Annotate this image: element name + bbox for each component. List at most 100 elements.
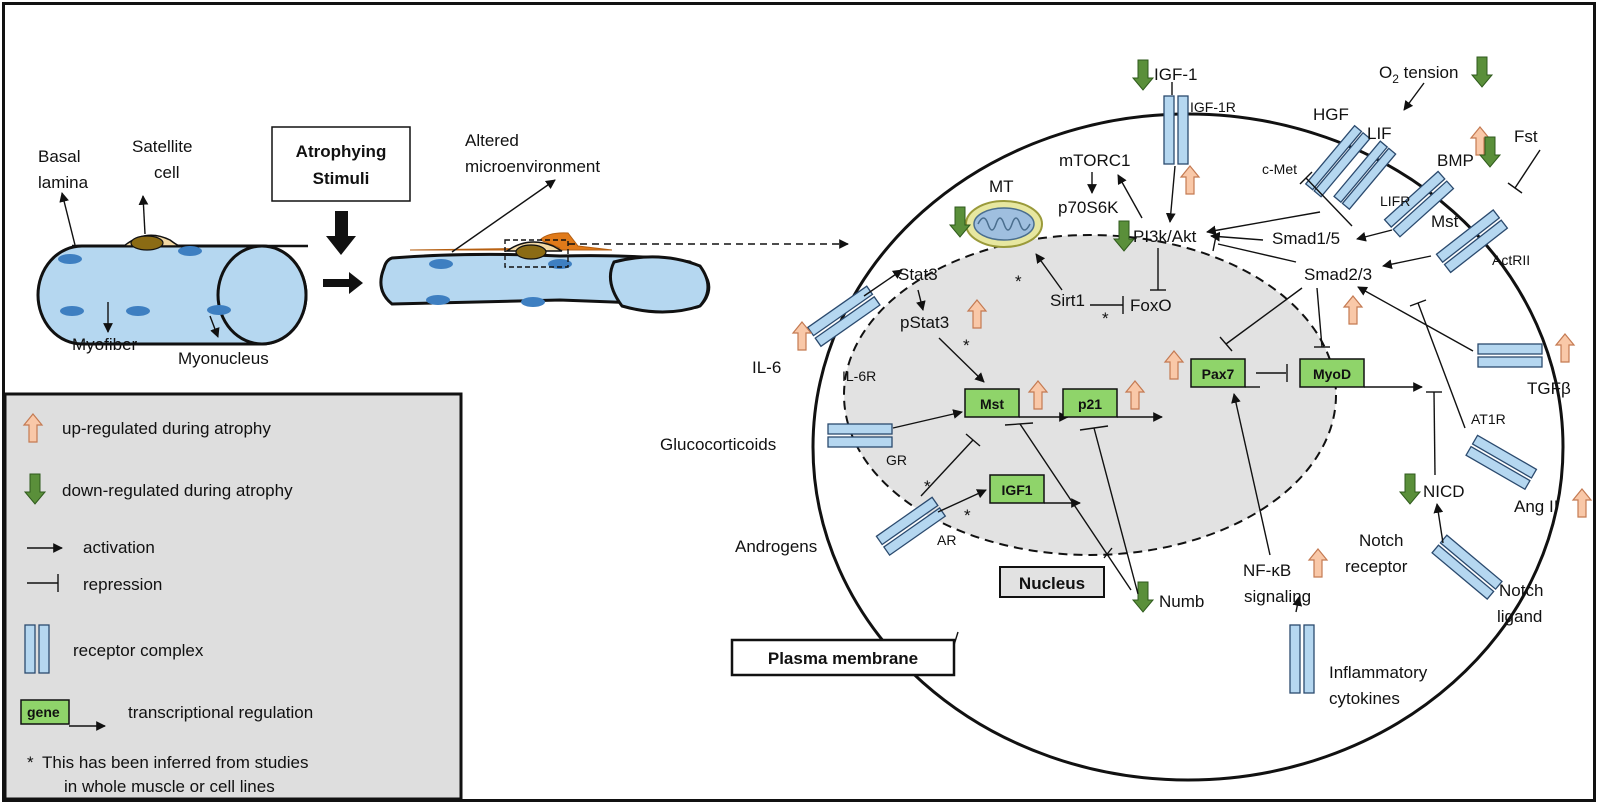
actrii-receptor: [1435, 209, 1509, 274]
inflammatory-label-2: cytokines: [1329, 689, 1400, 708]
tgfb-label: TGFβ: [1527, 379, 1571, 398]
legend-transcription-label: transcriptional regulation: [128, 703, 313, 722]
notch-ligand-label-2: ligand: [1497, 607, 1542, 626]
legend-note-star: *: [27, 753, 34, 772]
legend-receptor-icon: [24, 624, 50, 674]
satellite-cell-label-2: cell: [154, 163, 180, 182]
fst-label: Fst: [1514, 127, 1538, 146]
at1r-label: AT1R: [1471, 411, 1506, 427]
smad23-label: Smad2/3: [1304, 265, 1372, 284]
igf1r-label: IGF-1R: [1190, 99, 1236, 115]
legend: up-regulated during atrophy down-regulat…: [3, 392, 463, 801]
atrophying-stimuli-box: [271, 126, 411, 202]
legend-up-label: up-regulated during atrophy: [62, 419, 271, 438]
plasma-membrane-label-box: [730, 638, 956, 677]
down-arrow-icon: [1132, 59, 1154, 91]
myofiber-label: Myofiber: [72, 335, 138, 354]
right-block-arrow-icon: [323, 272, 363, 294]
pstat3-label: pStat3: [900, 313, 949, 332]
ar-receptor: [875, 496, 947, 557]
altered-microenvironment-label-2: microenvironment: [465, 157, 600, 176]
pi3k-akt-label: PI3k/Akt: [1133, 227, 1197, 246]
il6r-label: IL-6R: [842, 368, 876, 384]
mtorc1-label: mTORC1: [1059, 151, 1130, 170]
notch-receptor: [1431, 534, 1503, 601]
foxo-label: FoxO: [1130, 296, 1172, 315]
up-arrow-icon: [1555, 333, 1575, 363]
legend-note-line2: in whole muscle or cell lines: [64, 777, 275, 796]
bmp-receptor: [1383, 170, 1455, 238]
down-arrow-icon: [1471, 56, 1493, 88]
gene-igf1: [989, 474, 1081, 508]
notch-receptor-label-1: Notch: [1359, 531, 1403, 550]
legend-repression-icon: [27, 574, 59, 592]
atrophying-stimuli-label-2: Stimuli: [313, 169, 370, 188]
inferred-star: *: [924, 477, 931, 496]
inferred-star: *: [963, 336, 970, 355]
up-arrow-icon: [792, 321, 812, 351]
lifr-receptor: [1333, 140, 1397, 211]
gene-myod: [1299, 358, 1423, 392]
notch-receptor-label-2: receptor: [1345, 557, 1408, 576]
inflammatory-receptor: [1289, 624, 1315, 694]
up-arrow-icon: [1572, 488, 1592, 518]
il6r-receptor: [806, 285, 881, 348]
gr-receptor: [827, 423, 893, 448]
mst-extracellular-label: Mst: [1431, 212, 1459, 231]
nicd-label: NICD: [1423, 482, 1465, 501]
gene-pax7: [1190, 358, 1260, 388]
healthy-myofiber: [36, 234, 308, 346]
legend-repression-label: repression: [83, 575, 162, 594]
legend-receptor-label: receptor complex: [73, 641, 204, 660]
cmet-label: c-Met: [1262, 161, 1297, 177]
atrophying-stimuli-label-1: Atrophying: [296, 142, 387, 161]
inferred-star: *: [1102, 309, 1109, 328]
nfkb-label-1: NF-κB: [1243, 561, 1291, 580]
satellite-cell-label-1: Satellite: [132, 137, 192, 156]
inflammatory-label-1: Inflammatory: [1329, 663, 1428, 682]
igf1r-receptor: [1163, 95, 1189, 165]
gene-mst: [964, 388, 1069, 422]
gene-pax7-label: Pax7: [1202, 366, 1235, 382]
smad15-label: Smad1/5: [1272, 229, 1340, 248]
gene-mst-label: Mst: [980, 396, 1004, 412]
gr-label: GR: [886, 452, 907, 468]
tgfb-receptor: [1477, 343, 1543, 368]
sirt1-label: Sirt1: [1050, 291, 1085, 310]
legend-gene-label: gene: [27, 704, 60, 720]
gene-myod-label: MyoD: [1313, 366, 1351, 382]
inferred-star: *: [964, 506, 971, 525]
legend-down-label: down-regulated during atrophy: [62, 481, 293, 500]
inferred-star: *: [1015, 272, 1022, 291]
lif-label: LIF: [1367, 124, 1392, 143]
legend-note-line1: This has been inferred from studies: [42, 753, 308, 772]
mitochondrion-icon: [965, 200, 1043, 248]
hgf-label: HGF: [1313, 105, 1349, 124]
androgens-label: Androgens: [735, 537, 817, 556]
myonucleus-label: Myonucleus: [178, 349, 269, 368]
altered-microenvironment-label-1: Altered: [465, 131, 519, 150]
atrophied-myofiber: [379, 232, 711, 314]
p70s6k-label: p70S6K: [1058, 198, 1119, 217]
actrii-label: ActRII: [1492, 252, 1530, 268]
down-block-arrow-icon: [326, 211, 356, 255]
glucocorticoids-label: Glucocorticoids: [660, 435, 776, 454]
satellite-cell-atrophied: [504, 241, 563, 260]
gene-p21: [1062, 388, 1163, 422]
nfkb-label-2: signaling: [1244, 587, 1311, 606]
bmp-label: BMP: [1437, 151, 1474, 170]
at1r-receptor: [1465, 434, 1538, 491]
il6-label: IL-6: [752, 358, 781, 377]
legend-gene-icon: [20, 699, 106, 731]
o2-tension-label: O2 tension: [1379, 63, 1458, 86]
lifr-label: LIFR: [1380, 193, 1410, 209]
cmet-receptor: [1304, 124, 1371, 198]
nucleus-label: Nucleus: [1019, 574, 1085, 593]
legend-activation-label: activation: [83, 538, 155, 557]
activation-arrows: [863, 82, 1474, 613]
numb-label: Numb: [1159, 592, 1204, 611]
gene-igf1-label: IGF1: [1001, 482, 1032, 498]
ar-label: AR: [937, 532, 956, 548]
gene-p21-label: p21: [1078, 396, 1102, 412]
nucleus-label-box: [999, 566, 1105, 598]
